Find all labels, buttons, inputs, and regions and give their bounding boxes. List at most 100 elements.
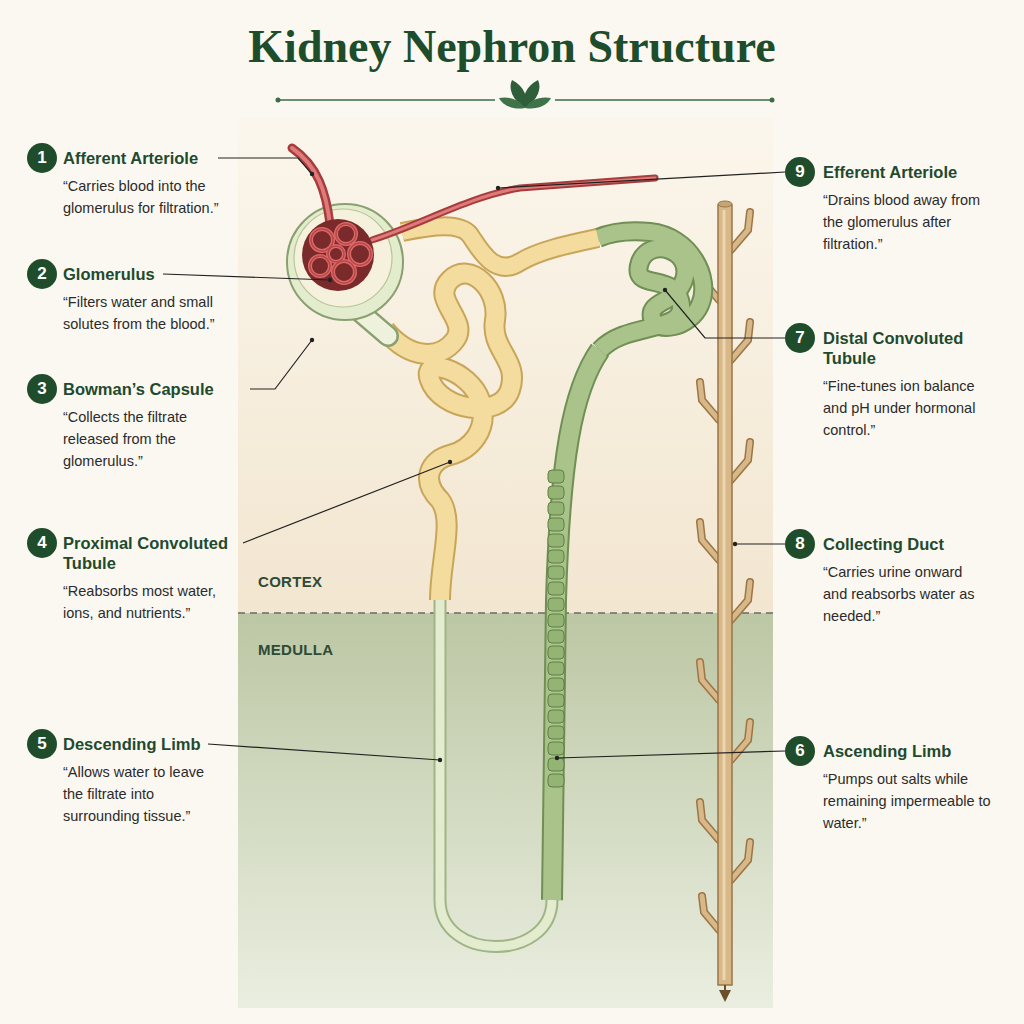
leader-lines [163,158,785,760]
title-ornament [499,97,525,108]
tubule-cells [548,470,564,787]
leader-lines [208,744,440,760]
callout-text: Distal Convoluted Tubule“Fine-tunes ion … [823,328,1001,441]
collecting-duct [700,201,750,1002]
tubule-cells [548,678,564,691]
callout-circle: 9Efferent Arteriole“Drains blood away fr… [785,157,815,187]
tissue-background [238,118,773,1008]
callout-circle: 1Afferent Arteriole“Carries blood into t… [27,143,57,173]
proximal-tubule [385,274,512,600]
leader-dots [310,338,314,342]
glomerulus [333,261,355,283]
leader-dots [438,758,442,762]
tubule-cells [548,486,564,499]
part-description: “Filters water and small solutes from th… [63,291,243,335]
distal-tubule [598,231,703,350]
callout-number: 9 [785,157,815,187]
tubule-cells [548,566,564,579]
glomerulus [328,246,344,262]
tubule-cells [548,598,564,611]
proximal-tubule [402,226,598,266]
part-description: “Pumps out salts while remaining imperme… [823,768,991,834]
leader-lines [243,462,450,543]
zone-label: MEDULLA [258,641,333,658]
tubule-cells [548,534,564,547]
leader-dots [310,172,737,762]
loop-of-henle [440,600,552,947]
callout-circle: 3Bowman’s Capsule“Collects the filtrate … [27,374,57,404]
tubule-cells [548,470,564,483]
diagram-title: Kidney Nephron Structure [0,20,1024,73]
part-name: Proximal Convoluted Tubule [63,533,245,573]
glomerulus [310,256,330,276]
leader-dots [555,756,559,760]
bowmans-capsule [294,209,392,307]
leader-lines [218,158,312,174]
glomerulus [349,243,371,265]
collecting-duct [718,201,732,207]
part-description: “Carries urine onward and reabsorbs wate… [823,561,978,627]
callout-circle: 6Ascending Limb“Pumps out salts while re… [785,736,815,766]
tubule-cells [548,774,564,787]
tubule-cells [548,694,564,707]
leader-dots [448,460,452,464]
part-name: Collecting Duct [823,534,978,554]
glomerulus [302,219,374,291]
glomerulus [328,246,344,262]
part-description: “Fine-tunes ion balance and pH under hor… [823,375,1001,441]
tubule-cells [548,550,564,563]
part-description: “Carries blood into the glomerulus for f… [63,175,243,219]
part-name: Bowman’s Capsule [63,379,215,399]
glomerulus [333,261,355,283]
title-ornament [770,98,775,103]
title-ornament [276,98,281,103]
callout-circle: 2Glomerulus“Filters water and small solu… [27,259,57,289]
leader-dots [663,288,667,292]
proximal-tubule [402,226,598,266]
collecting-duct [718,205,732,985]
tubule-cells [548,742,564,755]
leader-dots [310,172,314,176]
glomerulus [311,229,333,251]
callout-number: 7 [785,323,815,353]
title-ornament [555,99,772,101]
callout-number: 1 [27,143,57,173]
zone-label: CORTEX [258,573,322,590]
leader-dots [496,186,500,190]
callout-number: 4 [27,528,57,558]
callout-circle: 5Descending Limb“Allows water to leave t… [27,729,57,759]
callout-text: Glomerulus“Filters water and small solut… [63,264,243,335]
glomerulus [311,229,333,251]
proximal-tubule [385,274,512,600]
leader-lines [163,274,330,280]
part-description: “Reabsorbs most water, ions, and nutrien… [63,580,245,624]
glomerulus [310,224,371,283]
glomerulus [336,224,356,244]
loop-of-henle [440,600,552,947]
part-name: Efferent Arteriole [823,162,1001,182]
callout-text: Afferent Arteriole“Carries blood into th… [63,148,243,219]
tissue-background [238,612,773,613]
tubule-cells [548,630,564,643]
arterioles [292,148,330,224]
tubule-cells [548,582,564,595]
glomerulus [310,256,330,276]
distal-tubule [598,231,703,350]
callout-number: 6 [785,736,815,766]
title-ornament [276,80,775,109]
part-name: Ascending Limb [823,741,991,761]
callout-text: Ascending Limb “Pumps out salts while rem… [823,741,991,834]
title-ornament [525,97,551,108]
arterioles [292,148,330,224]
callout-text: Collecting Duct “Carries urine onward and… [823,534,978,627]
tubule-cells [548,662,564,675]
callout-circle: 8Collecting Duct“Carries urine onward an… [785,529,815,559]
tubule-cells [548,614,564,627]
callout-number: 8 [785,529,815,559]
glomerulus [302,219,374,291]
part-description: “Collects the filtrate released from the… [63,406,215,472]
leader-lines [735,543,785,544]
tubule-cells [548,502,564,515]
callout-text: Proximal Convoluted Tubule “Reabsorbs mos… [63,533,245,624]
